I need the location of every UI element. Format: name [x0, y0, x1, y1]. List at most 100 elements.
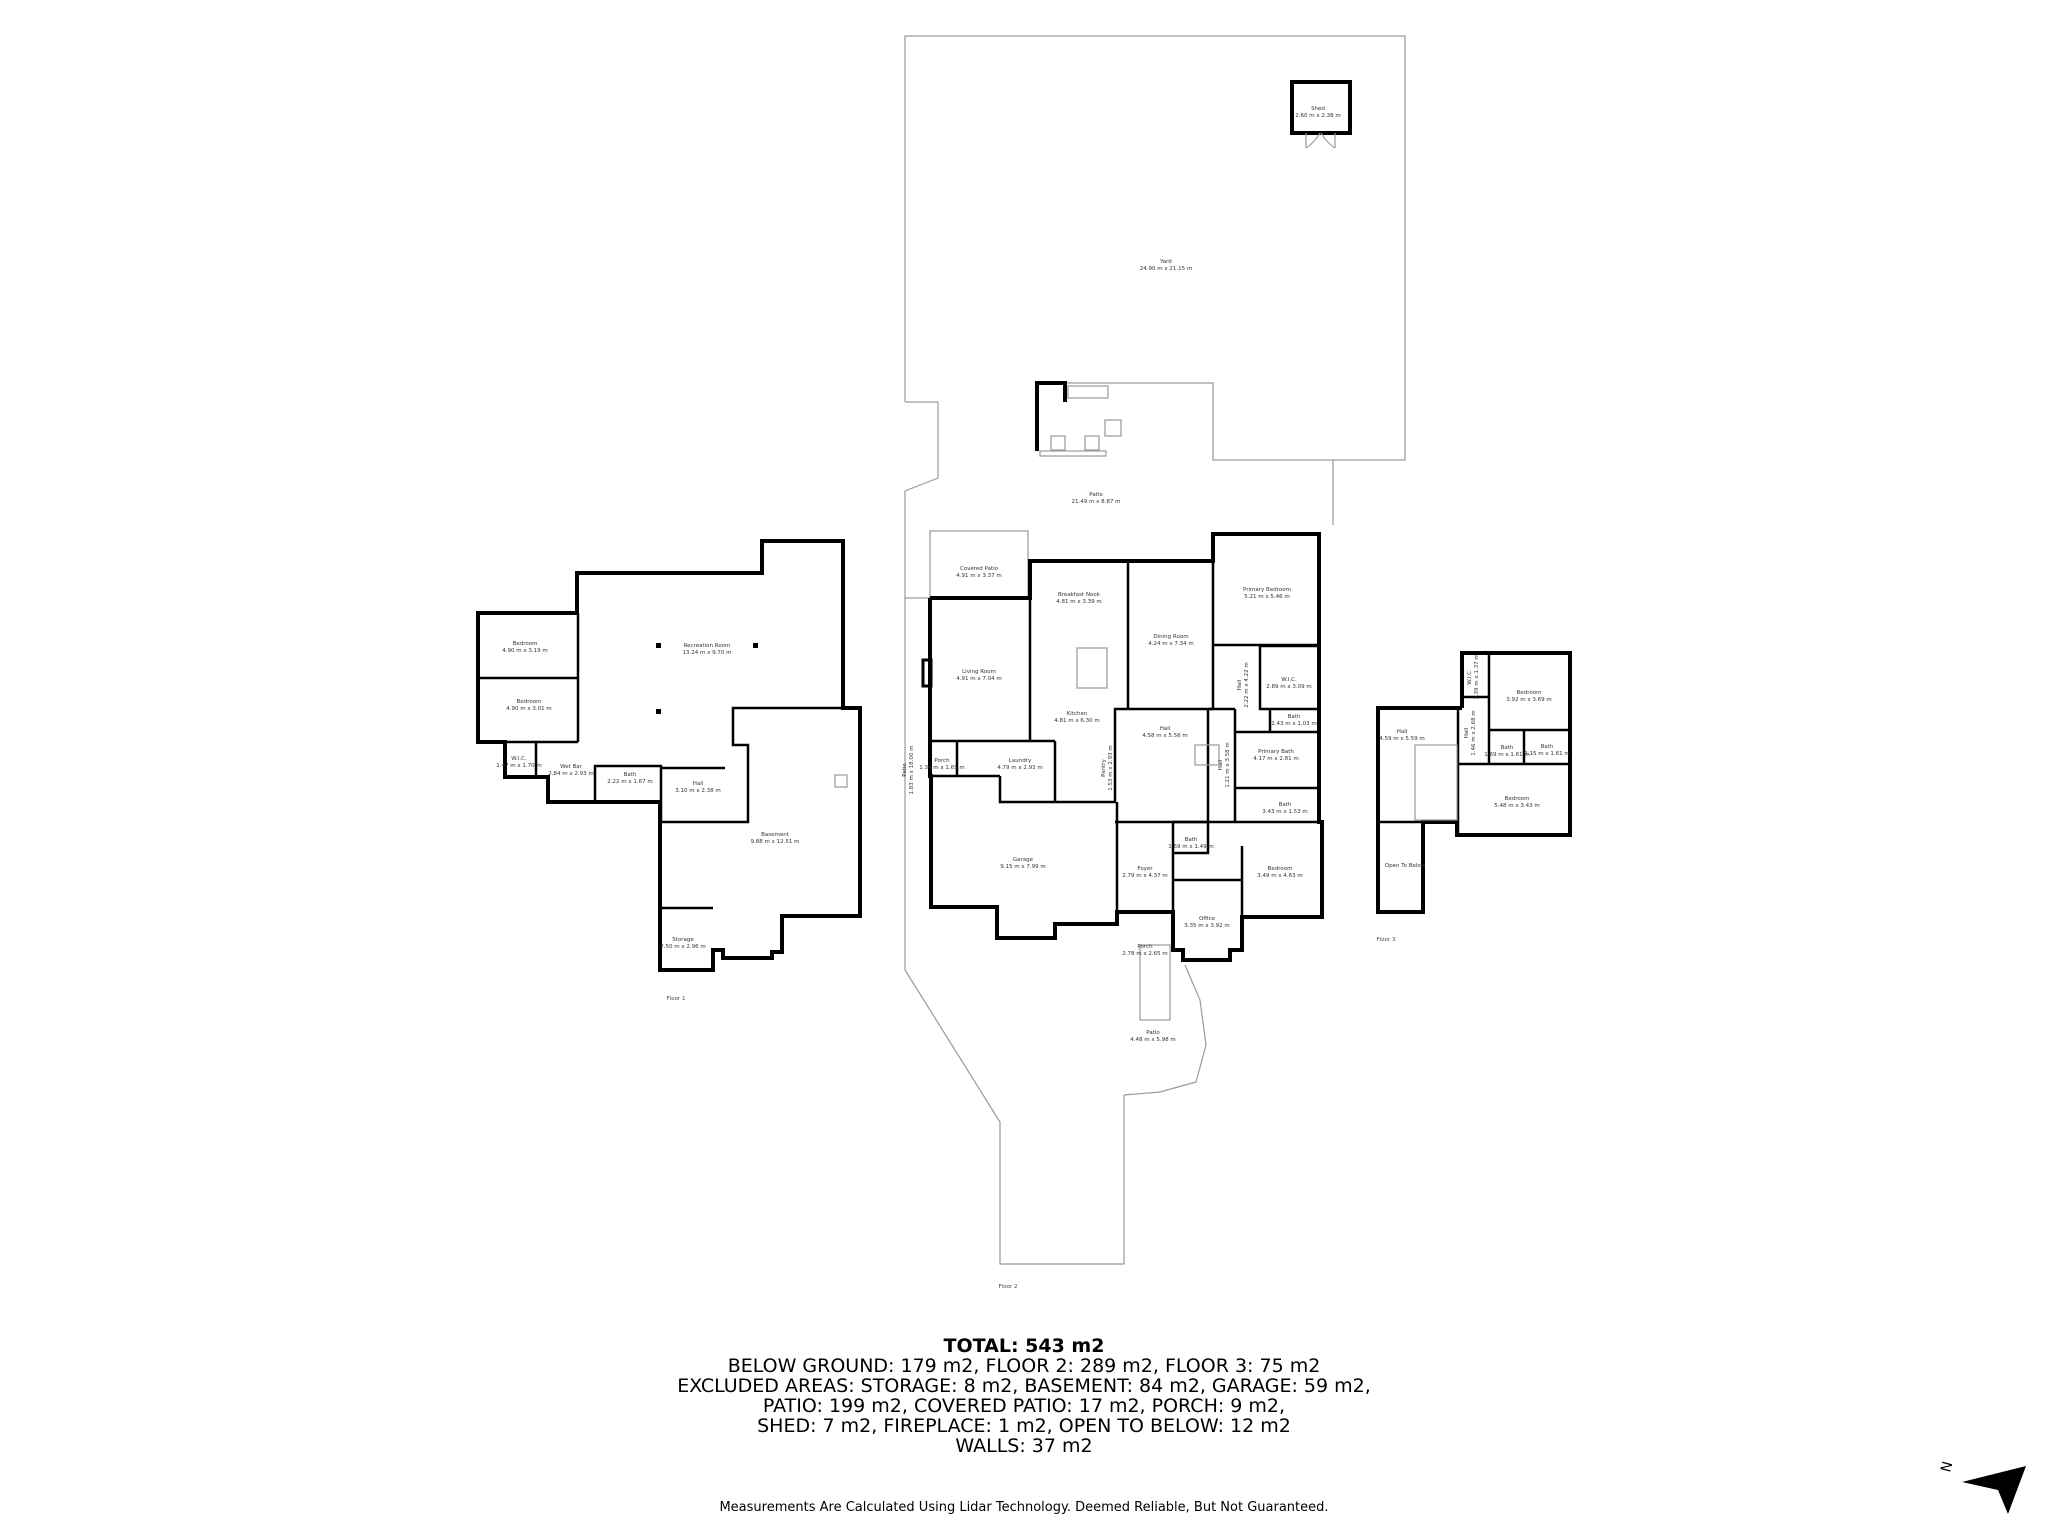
total-area: TOTAL: 543 m2 [943, 1335, 1105, 1357]
room-dimensions: 3.10 m x 2.38 m [675, 788, 720, 794]
disclaimer: Measurements Are Calculated Using Lidar … [719, 1500, 1329, 1515]
room-name: Bath [1541, 744, 1554, 750]
room-dimensions: 4.48 m x 5.98 m [1130, 1037, 1175, 1043]
room-dimensions: 4.58 m x 5.56 m [1142, 733, 1187, 739]
room-dimensions: 2.79 m x 4.37 m [1122, 873, 1167, 879]
room-name: Hall [1218, 759, 1224, 770]
room-dimensions: 4.81 m x 6.30 m [1054, 718, 1099, 724]
room-name: Basement [761, 832, 790, 838]
room-dimensions: 4.81 m x 3.39 m [1056, 599, 1101, 605]
room-dimensions: 1.53 m x 2.93 m [1108, 745, 1114, 790]
room-name: Wet Bar [560, 764, 583, 770]
room-label: Pantry1.53 m x 2.93 m [1101, 745, 1114, 790]
room-label: Open To Below [1385, 863, 1426, 869]
room-name: Bedroom [1505, 796, 1530, 802]
room-name: Bath [1501, 745, 1514, 751]
summary-line: EXCLUDED AREAS: STORAGE: 8 m2, BASEMENT:… [677, 1375, 1371, 1397]
shed [1290, 80, 1352, 149]
floor-1-label: Floor 1 [667, 996, 686, 1002]
summary-line: BELOW GROUND: 179 m2, FLOOR 2: 289 m2, F… [727, 1355, 1321, 1377]
floor-1-plan [476, 539, 862, 972]
room-name: Bedroom [1517, 690, 1542, 696]
room-name: Bedroom [513, 641, 538, 647]
room-name: Bedroom [1268, 866, 1293, 872]
room-name: Breakfast Nook [1058, 592, 1101, 598]
room-dimensions: 3.35 m x 3.92 m [1184, 923, 1229, 929]
room-dimensions: 4.90 m x 3.01 m [506, 706, 551, 712]
room-name: Bath [1185, 837, 1198, 843]
room-dimensions: 5.21 m x 5.46 m [1244, 594, 1289, 600]
room-name: Storage [672, 937, 694, 943]
room-name: Yard [1159, 259, 1172, 265]
room-label: Patio1.83 m x 18.00 m [902, 746, 915, 795]
room-name: Patio [1089, 492, 1103, 498]
room-name: Open To Below [1385, 863, 1426, 869]
room-name: Dining Room [1153, 634, 1188, 640]
room-dimensions: 4.90 m x 3.19 m [502, 648, 547, 654]
room-name: Foyer [1137, 866, 1153, 872]
north-arrow-icon: N [1938, 1460, 2026, 1514]
room-dimensions: 2.22 m x 1.67 m [607, 779, 652, 785]
room-dimensions: 4.59 m x 5.59 m [1379, 736, 1424, 742]
room-name: Laundry [1009, 758, 1032, 764]
room-name: Kitchen [1067, 711, 1088, 717]
room-name: Recreation Room [684, 643, 731, 649]
room-name: W.I.C. [511, 756, 527, 762]
room-label: Hall2.22 m x 4.22 m [1237, 662, 1250, 707]
room-dimensions: 4.91 m x 7.04 m [956, 676, 1001, 682]
room-dimensions: 2.43 m x 1.03 m [1271, 721, 1316, 727]
room-dimensions: 4.24 m x 7.34 m [1148, 641, 1193, 647]
room-label: W.I.C.1.39 m x 1.37 m [1467, 654, 1480, 699]
room-label: W.I.C.1.47 m x 1.70 m [496, 756, 541, 769]
room-dimensions: 1.46 m x 2.68 m [1471, 710, 1477, 755]
room-name: Covered Patio [960, 566, 999, 572]
room-dimensions: 2.22 m x 4.22 m [1244, 662, 1250, 707]
room-dimensions: 3.49 m x 4.63 m [1257, 873, 1302, 879]
outdoor-kitchen [1035, 381, 1122, 457]
area-summary: TOTAL: 543 m2 BELOW GROUND: 179 m2, FLOO… [0, 1336, 2048, 1456]
room-dimensions: 2.15 m x 1.61 m [1524, 751, 1569, 757]
room-dimensions: 4.17 m x 2.81 m [1253, 756, 1298, 762]
north-label: N [1938, 1460, 1956, 1474]
room-dimensions: 2.60 m x 2.38 m [1295, 113, 1340, 119]
summary-line: PATIO: 199 m2, COVERED PATIO: 17 m2, POR… [762, 1395, 1286, 1417]
room-name: W.I.C. [1281, 677, 1297, 683]
room-name: Patio [902, 763, 908, 777]
room-dimensions: 2.84 m x 2.93 m [548, 771, 593, 777]
floor-2-plan [921, 530, 1324, 1021]
room-name: Office [1199, 916, 1216, 922]
summary-line: WALLS: 37 m2 [955, 1435, 1093, 1457]
room-name: Hall [1237, 679, 1243, 690]
room-name: Primary Bedroom [1243, 587, 1291, 593]
room-name: Porch [934, 758, 950, 764]
room-name: Bath [624, 772, 637, 778]
room-name: Pantry [1101, 758, 1107, 776]
room-name: Living Room [962, 669, 996, 675]
floor-2-label: Floor 2 [999, 1284, 1018, 1290]
room-dimensions: 9.88 m x 12.51 m [751, 839, 800, 845]
room-name: Hall [1160, 726, 1171, 732]
